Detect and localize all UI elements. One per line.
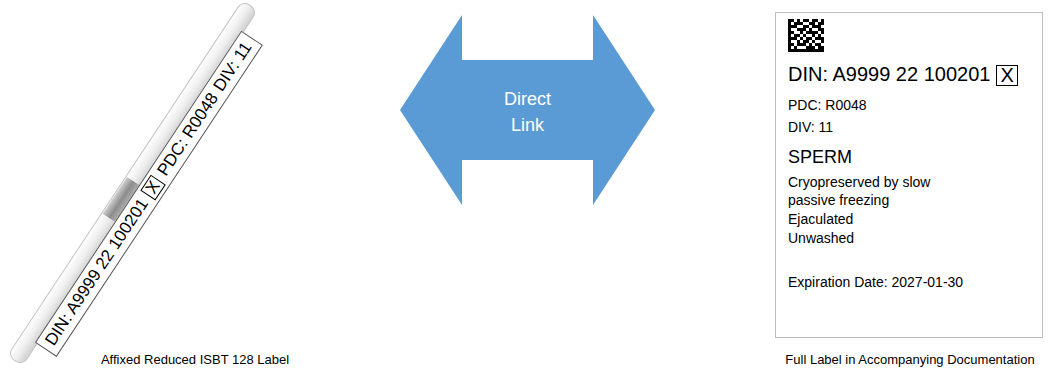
label-row: Unwashed xyxy=(788,229,854,247)
label-row: Expiration Date: 2027-01-30 xyxy=(788,273,963,291)
double-arrow-shape xyxy=(400,15,655,205)
double-arrow-fill xyxy=(400,15,655,205)
label-row: Ejaculated xyxy=(788,210,853,228)
block-arrow: Direct Link xyxy=(400,15,655,205)
attribute-text: Unwashed xyxy=(788,230,854,246)
division-code: DIV: 11 xyxy=(788,119,833,135)
label-row: DIN: A9999 22 100201 X xyxy=(788,63,1018,86)
label-row: DIV: 11 xyxy=(788,118,833,136)
straw-tube xyxy=(7,0,257,365)
din-code: DIN: A9999 22 100201 xyxy=(788,63,990,85)
barcode-2d xyxy=(788,19,824,52)
caption-text: Affixed Reduced ISBT 128 Label xyxy=(101,352,289,368)
label-row: SPERM xyxy=(788,147,852,168)
expiration-date: Expiration Date: 2027-01-30 xyxy=(788,274,963,290)
product-code: PDC: R0048 xyxy=(788,97,867,113)
straw-group xyxy=(7,0,257,365)
caption-text: Full Label in Accompanying Documentation xyxy=(785,352,1034,368)
attribute-text: Cryopreserved by slow passive freezing xyxy=(788,174,930,208)
link-arrow-text: Direct Link xyxy=(488,86,568,138)
din-code: DIN: A9999 22 100201 xyxy=(41,195,153,349)
full-label-card: DIN: A9999 22 100201 X PDC: R0048DIV: 11 SP… xyxy=(775,12,1043,338)
barcode-modules xyxy=(788,19,824,52)
check-character: X xyxy=(141,174,167,200)
product-name: SPERM xyxy=(788,147,852,167)
label-row: PDC: R0048 xyxy=(788,96,867,114)
attribute-text: Ejaculated xyxy=(788,211,853,227)
check-character: X xyxy=(996,65,1017,86)
straw-label: DIN: A9999 22 100201XPDC: R0048DIV: 11 xyxy=(35,31,263,357)
label-row: Cryopreserved by slow passive freezing xyxy=(788,173,963,209)
